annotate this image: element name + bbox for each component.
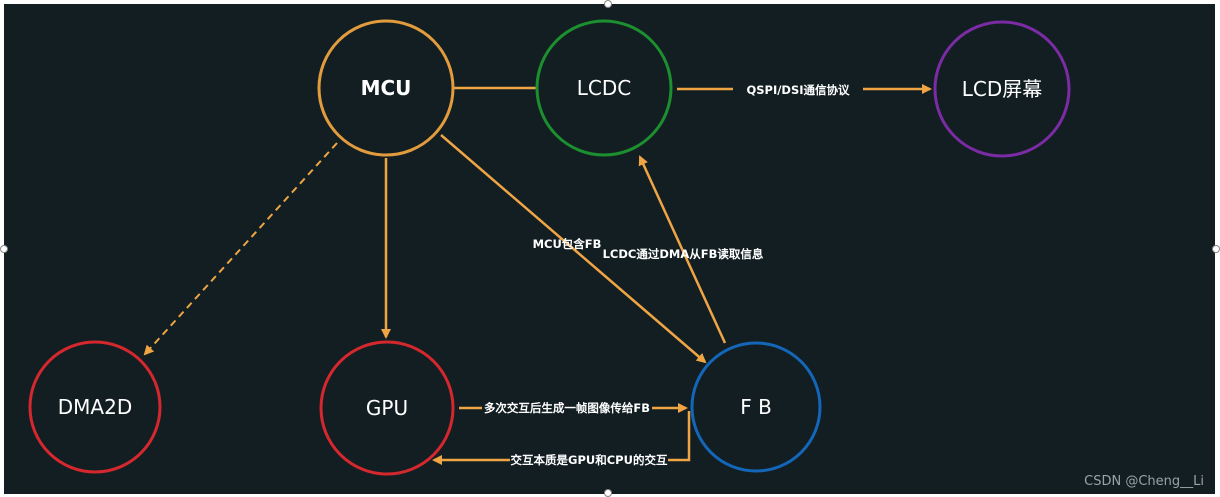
- edge-mcu-fb: [440, 134, 707, 364]
- node-fb[interactable]: F B: [690, 341, 822, 473]
- edge-label-lcdc-lcd: QSPI/DSI通信协议: [746, 83, 850, 97]
- resize-handle-bottom[interactable]: [604, 489, 612, 497]
- node-gpu[interactable]: GPU: [319, 340, 455, 476]
- node-lcdc-label: LCDC: [577, 76, 631, 100]
- resize-handle-right[interactable]: [1212, 245, 1220, 253]
- edge-label-fb-lcdc: LCDC通过DMA从FB读取信息: [603, 247, 764, 261]
- edge-mcu-dma2d: [143, 142, 338, 356]
- resize-handle-left[interactable]: [0, 245, 8, 253]
- edge-label-gpu-fb: 多次交互后生成一帧图像传给FB: [484, 401, 650, 415]
- node-lcd-screen-label: LCD屏幕: [962, 77, 1043, 101]
- node-gpu-label: GPU: [366, 396, 408, 420]
- node-mcu[interactable]: MCU: [317, 19, 455, 157]
- edge-fb-lcdc: [638, 155, 727, 344]
- resize-handle-top[interactable]: [604, 0, 612, 8]
- node-lcd-screen[interactable]: LCD屏幕: [933, 20, 1071, 158]
- watermark: CSDN @Cheng__Li: [1084, 474, 1204, 489]
- node-dma2d-label: DMA2D: [58, 395, 132, 419]
- node-lcdc[interactable]: LCDC: [535, 19, 673, 157]
- node-mcu-label: MCU: [361, 76, 412, 100]
- node-dma2d[interactable]: DMA2D: [28, 340, 162, 474]
- node-fb-label: F B: [740, 395, 772, 419]
- edge-label-mcu-fb: MCU包含FB: [533, 237, 602, 251]
- edge-label-fb-gpu: 交互本质是GPU和CPU的交互: [511, 453, 668, 467]
